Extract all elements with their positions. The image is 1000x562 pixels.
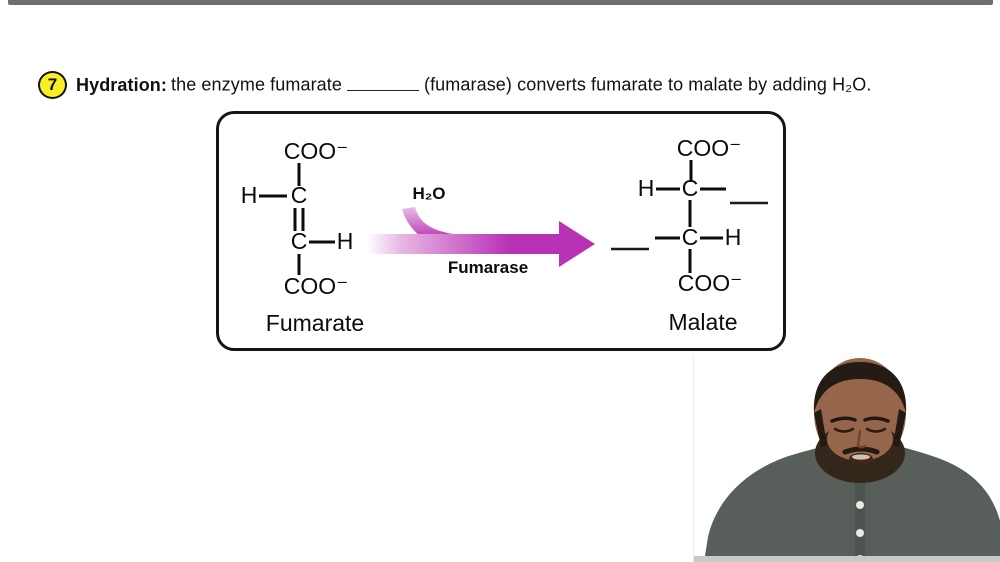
teeth bbox=[852, 454, 870, 460]
eyebrow-right bbox=[863, 416, 890, 423]
question-term: Hydration: bbox=[76, 74, 167, 95]
instructor-shirt bbox=[704, 444, 1000, 562]
instructor-figure bbox=[704, 358, 1000, 562]
malate-h-right: H bbox=[725, 224, 742, 250]
arrow-shaft bbox=[366, 221, 595, 267]
nose bbox=[856, 429, 867, 449]
instructor-webcam bbox=[693, 355, 1000, 562]
enzyme-label: Fumarase bbox=[448, 258, 528, 277]
question-number: 7 bbox=[47, 75, 58, 94]
sideburn-left bbox=[814, 409, 827, 447]
reaction-diagram-box: COO⁻ H C C H COO⁻ Fumarate H₂O Fumarase bbox=[216, 111, 786, 351]
malate-structure: COO⁻ H C C H COO⁻ Malate bbox=[611, 135, 768, 335]
question-line: 7 Hydration:the enzyme fumarate (fumarase… bbox=[38, 71, 871, 99]
fumarate-label: Fumarate bbox=[266, 310, 364, 336]
malate-c-upper: C bbox=[682, 175, 699, 201]
reaction-diagram: COO⁻ H C C H COO⁻ Fumarate H₂O Fumarase bbox=[241, 135, 768, 336]
answer-blank bbox=[346, 74, 419, 91]
fumarate-bottom-carboxylate: COO⁻ bbox=[284, 273, 349, 299]
mustache bbox=[842, 446, 880, 455]
question-after-blank: (fumarase) converts fumarate to malate b… bbox=[423, 74, 872, 95]
fumarate-top-carboxylate: COO⁻ bbox=[284, 138, 349, 164]
eye-right-closed bbox=[865, 427, 887, 433]
shirt-button bbox=[856, 529, 864, 537]
question-before-blank: the enzyme fumarate bbox=[171, 74, 342, 95]
malate-top-carboxylate: COO⁻ bbox=[677, 135, 742, 161]
eye-left-closed bbox=[833, 427, 855, 433]
fumarate-h-right: H bbox=[337, 228, 354, 254]
eyebrow-left bbox=[830, 416, 857, 423]
water-label: H₂O bbox=[412, 184, 445, 203]
fumarate-h-left: H bbox=[241, 182, 258, 208]
malate-h-left: H bbox=[638, 175, 655, 201]
question-number-badge: 7 bbox=[38, 71, 67, 99]
hair bbox=[813, 362, 907, 413]
fumarate-structure: COO⁻ H C C H COO⁻ Fumarate bbox=[241, 138, 365, 336]
malate-bottom-carboxylate: COO⁻ bbox=[678, 270, 743, 296]
malate-label: Malate bbox=[668, 309, 737, 335]
shirt-placket bbox=[855, 477, 865, 562]
malate-c-lower: C bbox=[682, 224, 699, 250]
question-text: Hydration:the enzyme fumarate (fumarase) … bbox=[76, 74, 871, 95]
fumarate-c-lower: C bbox=[291, 228, 308, 254]
top-bar bbox=[8, 0, 993, 5]
instructor-head bbox=[813, 358, 907, 483]
shirt-button bbox=[856, 501, 864, 509]
webcam-bottom-strip bbox=[694, 556, 1000, 562]
reaction-arrow: H₂O Fumarase bbox=[366, 184, 595, 277]
sideburn-right bbox=[893, 409, 906, 447]
fumarate-c-upper: C bbox=[291, 182, 308, 208]
